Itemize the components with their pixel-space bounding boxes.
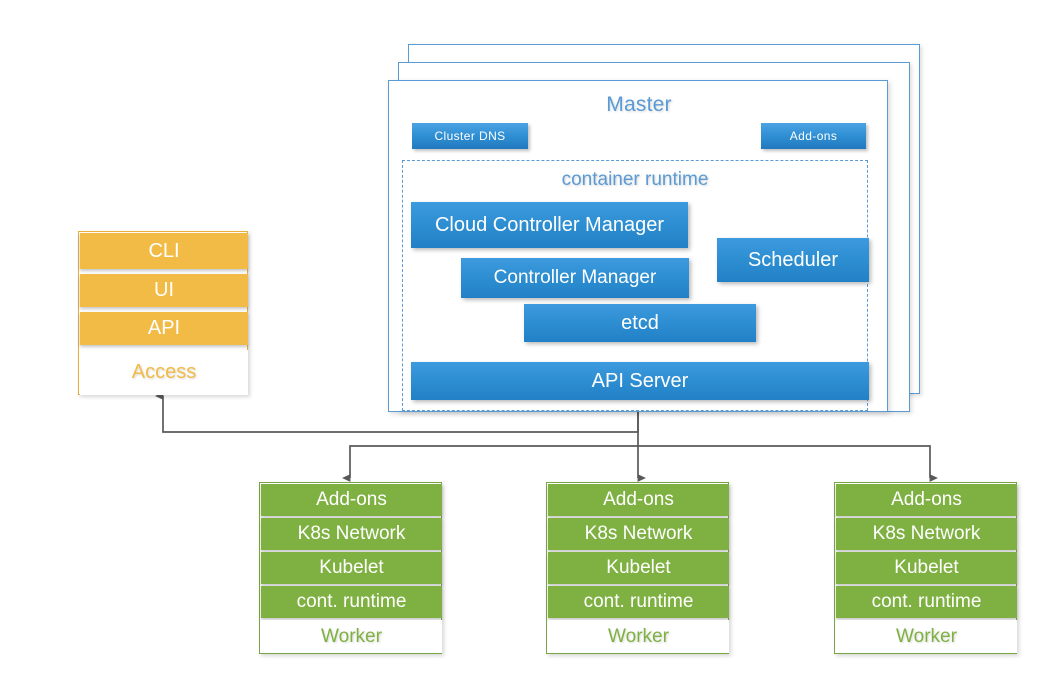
- worker-3-layer-add-ons[interactable]: Add-ons: [836, 484, 1017, 516]
- component-cloud-controller-manager[interactable]: Cloud Controller Manager: [411, 202, 688, 248]
- worker-node-1[interactable]: Add-ons K8s Network Kubelet cont. runtim…: [259, 482, 442, 654]
- worker-1-layer-kubelet[interactable]: Kubelet: [261, 552, 442, 584]
- component-etcd[interactable]: etcd: [524, 304, 756, 342]
- container-runtime-region: [402, 160, 868, 411]
- worker-node-3[interactable]: Add-ons K8s Network Kubelet cont. runtim…: [834, 482, 1017, 654]
- worker-1-footer-label: Worker: [261, 620, 442, 653]
- worker-2-layer-kubelet[interactable]: Kubelet: [548, 552, 729, 584]
- access-layer-cli[interactable]: CLI: [80, 233, 248, 269]
- worker-3-layer-cont-runtime[interactable]: cont. runtime: [836, 586, 1017, 618]
- master-title: Master: [606, 93, 672, 116]
- component-scheduler[interactable]: Scheduler: [717, 238, 869, 282]
- component-api-server[interactable]: API Server: [411, 362, 869, 400]
- pill-add-ons[interactable]: Add-ons: [761, 123, 866, 149]
- worker-2-footer-label: Worker: [548, 620, 729, 653]
- access-footer-label: Access: [80, 350, 248, 395]
- container-runtime-title: container runtime: [561, 169, 709, 190]
- worker-2-layer-cont-runtime[interactable]: cont. runtime: [548, 586, 729, 618]
- component-controller-manager[interactable]: Controller Manager: [461, 258, 689, 298]
- worker-node-2[interactable]: Add-ons K8s Network Kubelet cont. runtim…: [546, 482, 729, 654]
- worker-3-layer-kubelet[interactable]: Kubelet: [836, 552, 1017, 584]
- worker-1-layer-add-ons[interactable]: Add-ons: [261, 484, 442, 516]
- worker-1-layer-cont-runtime[interactable]: cont. runtime: [261, 586, 442, 618]
- access-layer-api[interactable]: API: [80, 312, 248, 345]
- worker-2-layer-k8s-network[interactable]: K8s Network: [548, 518, 729, 550]
- worker-3-footer-label: Worker: [836, 620, 1017, 653]
- worker-3-layer-k8s-network[interactable]: K8s Network: [836, 518, 1017, 550]
- access-node[interactable]: CLI UI API Access: [78, 231, 248, 395]
- edge-apiserver-worker-bus: [342, 445, 938, 482]
- worker-1-layer-k8s-network[interactable]: K8s Network: [261, 518, 442, 550]
- worker-2-layer-add-ons[interactable]: Add-ons: [548, 484, 729, 516]
- pill-cluster-dns[interactable]: Cluster DNS: [412, 123, 528, 149]
- access-layer-ui[interactable]: UI: [80, 274, 248, 307]
